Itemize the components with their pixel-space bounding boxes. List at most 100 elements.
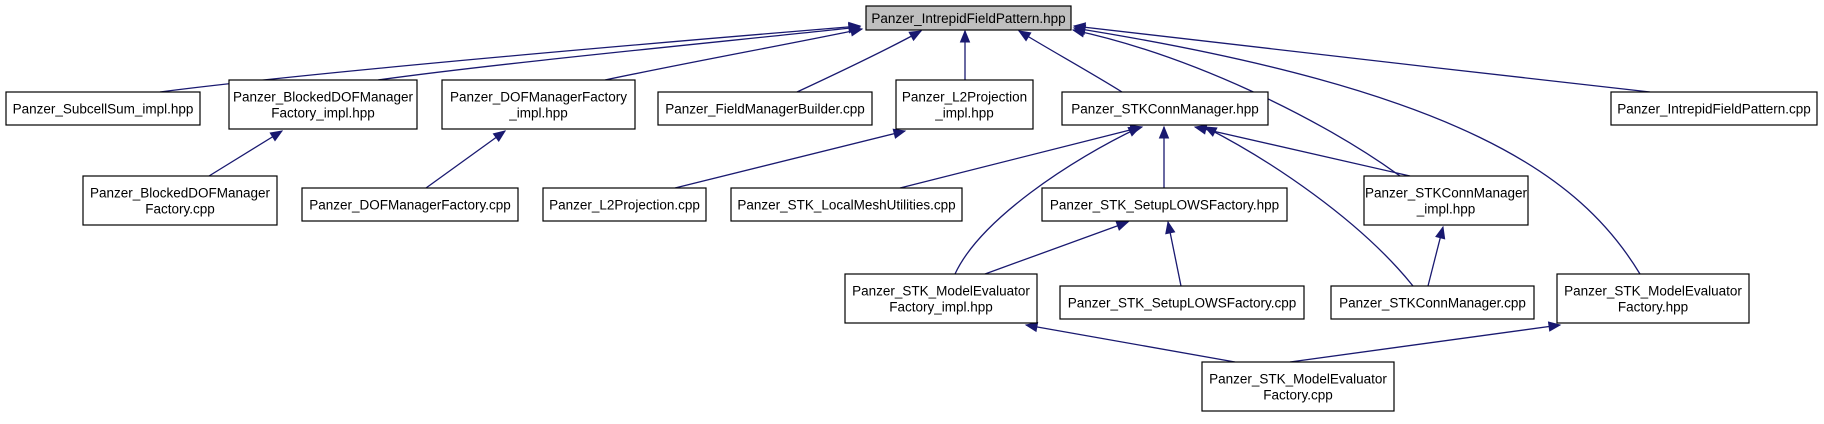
edge-fmbuilder-to-root — [796, 30, 922, 93]
edges-layer — [159, 21, 1651, 363]
edge-blockeddofcpp-to-blockeddofimpl — [208, 130, 283, 177]
node-label-line: Panzer_DOFManagerFactory.cpp — [309, 198, 511, 213]
node-box — [5, 91, 201, 126]
edge-dofcpp-to-dofimpl — [425, 130, 506, 189]
node-label-line: Factory.hpp — [1618, 300, 1688, 315]
node-label-line: _impl.hpp — [1416, 202, 1476, 217]
node-label-line: Panzer_L2Projection — [902, 90, 1027, 105]
node-label-line: Factory.cpp — [145, 202, 215, 217]
node-box — [1041, 187, 1288, 222]
node-label-line: Factory_impl.hpp — [889, 300, 993, 315]
edge-l2cpp-to-l2impl — [674, 130, 906, 189]
node-box — [301, 187, 519, 222]
node-stkconnhpp[interactable]: Panzer_STKConnManager.hpp — [1061, 91, 1269, 126]
edge-blockeddofimpl-to-root — [377, 26, 861, 81]
arrowhead-dofcpp-to-dofimpl — [492, 130, 507, 142]
node-label-line: Factory_impl.hpp — [271, 106, 375, 121]
node-label-line: Panzer_STK_SetupLOWSFactory.cpp — [1068, 296, 1297, 311]
edge-stkconnimpl-to-root — [1072, 29, 1401, 177]
edge-ifpcpp-to-root — [1073, 25, 1651, 93]
arrowhead-setuplowscpp-to-setuplowshpp — [1165, 220, 1176, 235]
node-meimpl[interactable]: Panzer_STK_ModelEvaluatorFactory_impl.hp… — [844, 273, 1038, 324]
arrowhead-meimpl-to-setuplowshpp — [1115, 221, 1130, 231]
node-label-line: Panzer_IntrepidFieldPattern.hpp — [871, 11, 1065, 26]
arrowhead-ifpcpp-to-root — [1072, 22, 1087, 33]
node-label-line: Panzer_STK_LocalMeshUtilities.cpp — [737, 198, 955, 213]
node-box — [1610, 91, 1818, 126]
node-label-line: Panzer_L2Projection.cpp — [549, 198, 700, 213]
arrowhead-mecpp-to-mehpp — [1547, 321, 1562, 332]
edge-mehpp-to-root — [1073, 27, 1641, 275]
node-label-line: Panzer_SubcellSum_impl.hpp — [13, 102, 194, 117]
node-label-line: Panzer_DOFManagerFactory — [450, 90, 627, 105]
node-box — [542, 187, 707, 222]
node-box — [865, 5, 1072, 31]
node-dofimpl[interactable]: Panzer_DOFManagerFactory_impl.hpp — [441, 79, 636, 130]
node-box — [844, 273, 1038, 324]
node-label-line: Panzer_STK_ModelEvaluator — [852, 284, 1030, 299]
arrowhead-stkconncpp-to-stkconnhpp — [1203, 126, 1218, 137]
node-box — [895, 79, 1034, 130]
node-label-line: Factory.cpp — [1263, 388, 1333, 403]
node-label-line: _impl.hpp — [508, 106, 568, 121]
edge-mecpp-to-mehpp — [1289, 324, 1561, 363]
node-box — [82, 175, 278, 226]
node-label-line: Panzer_STKConnManager — [1365, 186, 1528, 201]
node-label-line: Panzer_BlockedDOFManager — [90, 186, 271, 201]
node-box — [1061, 91, 1269, 126]
arrowhead-stkconncpp-to-stkconnimpl — [1435, 225, 1446, 240]
node-root[interactable]: Panzer_IntrepidFieldPattern.hpp — [865, 5, 1072, 31]
edge-meimpl-to-setuplowshpp — [984, 221, 1129, 275]
node-label-line: Panzer_STK_SetupLOWSFactory.hpp — [1050, 198, 1279, 213]
nodes-layer: Panzer_IntrepidFieldPattern.hppPanzer_Su… — [5, 5, 1818, 412]
edge-mecpp-to-meimpl — [1025, 324, 1236, 363]
node-setuplowscpp[interactable]: Panzer_STK_SetupLOWSFactory.cpp — [1059, 285, 1305, 320]
node-subcellsum[interactable]: Panzer_SubcellSum_impl.hpp — [5, 91, 201, 126]
node-l2cpp[interactable]: Panzer_L2Projection.cpp — [542, 187, 707, 222]
node-box — [657, 91, 873, 126]
node-l2impl[interactable]: Panzer_L2Projection_impl.hpp — [895, 79, 1034, 130]
node-box — [441, 79, 636, 130]
node-box — [730, 187, 963, 222]
node-label-line: Panzer_STK_ModelEvaluator — [1209, 372, 1387, 387]
node-stkconnimpl[interactable]: Panzer_STKConnManager_impl.hpp — [1363, 175, 1529, 226]
node-label-line: Panzer_FieldManagerBuilder.cpp — [665, 102, 865, 117]
node-box — [1556, 273, 1750, 324]
node-box — [1330, 285, 1535, 320]
node-box — [1059, 285, 1305, 320]
arrowhead-dofimpl-to-root — [849, 26, 864, 37]
arrowhead-stkconnhpp-to-root — [1017, 30, 1032, 42]
edge-stkconncpp-to-stkconnhpp — [1204, 126, 1414, 287]
arrowhead-mecpp-to-meimpl — [1024, 321, 1039, 333]
node-stkconncpp[interactable]: Panzer_STKConnManager.cpp — [1330, 285, 1535, 320]
edge-meimpl-to-stkconnhpp — [954, 126, 1141, 275]
node-label-line: Panzer_BlockedDOFManager — [233, 90, 414, 105]
edge-stkconnimpl-to-stkconnhpp — [1194, 126, 1411, 177]
node-label-line: Panzer_STKConnManager.cpp — [1339, 296, 1526, 311]
node-fmbuilder[interactable]: Panzer_FieldManagerBuilder.cpp — [657, 91, 873, 126]
arrowhead-stkconnimpl-to-stkconnhpp — [1193, 124, 1208, 135]
node-box — [1201, 361, 1395, 412]
node-label-line: _impl.hpp — [934, 106, 994, 121]
edge-stkconnhpp-to-root — [1018, 30, 1123, 93]
node-dofcpp[interactable]: Panzer_DOFManagerFactory.cpp — [301, 187, 519, 222]
node-box — [228, 79, 418, 130]
arrowhead-l2impl-to-root — [959, 29, 971, 43]
node-ifpcpp[interactable]: Panzer_IntrepidFieldPattern.cpp — [1610, 91, 1818, 126]
node-label-line: Panzer_STKConnManager.hpp — [1071, 102, 1259, 117]
node-setuplowshpp[interactable]: Panzer_STK_SetupLOWSFactory.hpp — [1041, 187, 1288, 222]
node-localmesh[interactable]: Panzer_STK_LocalMeshUtilities.cpp — [730, 187, 963, 222]
arrowhead-setuplowshpp-to-stkconnhpp — [1158, 125, 1170, 139]
edge-dofimpl-to-root — [604, 28, 863, 81]
arrowhead-fmbuilder-to-root — [908, 30, 923, 42]
arrowhead-blockeddofcpp-to-blockeddofimpl — [269, 130, 284, 142]
node-label-line: Panzer_STK_ModelEvaluator — [1564, 284, 1742, 299]
edge-localmesh-to-stkconnhpp — [899, 126, 1143, 189]
arrowhead-meimpl-to-stkconnhpp — [1127, 126, 1142, 137]
node-label-line: Panzer_IntrepidFieldPattern.cpp — [1617, 102, 1811, 117]
